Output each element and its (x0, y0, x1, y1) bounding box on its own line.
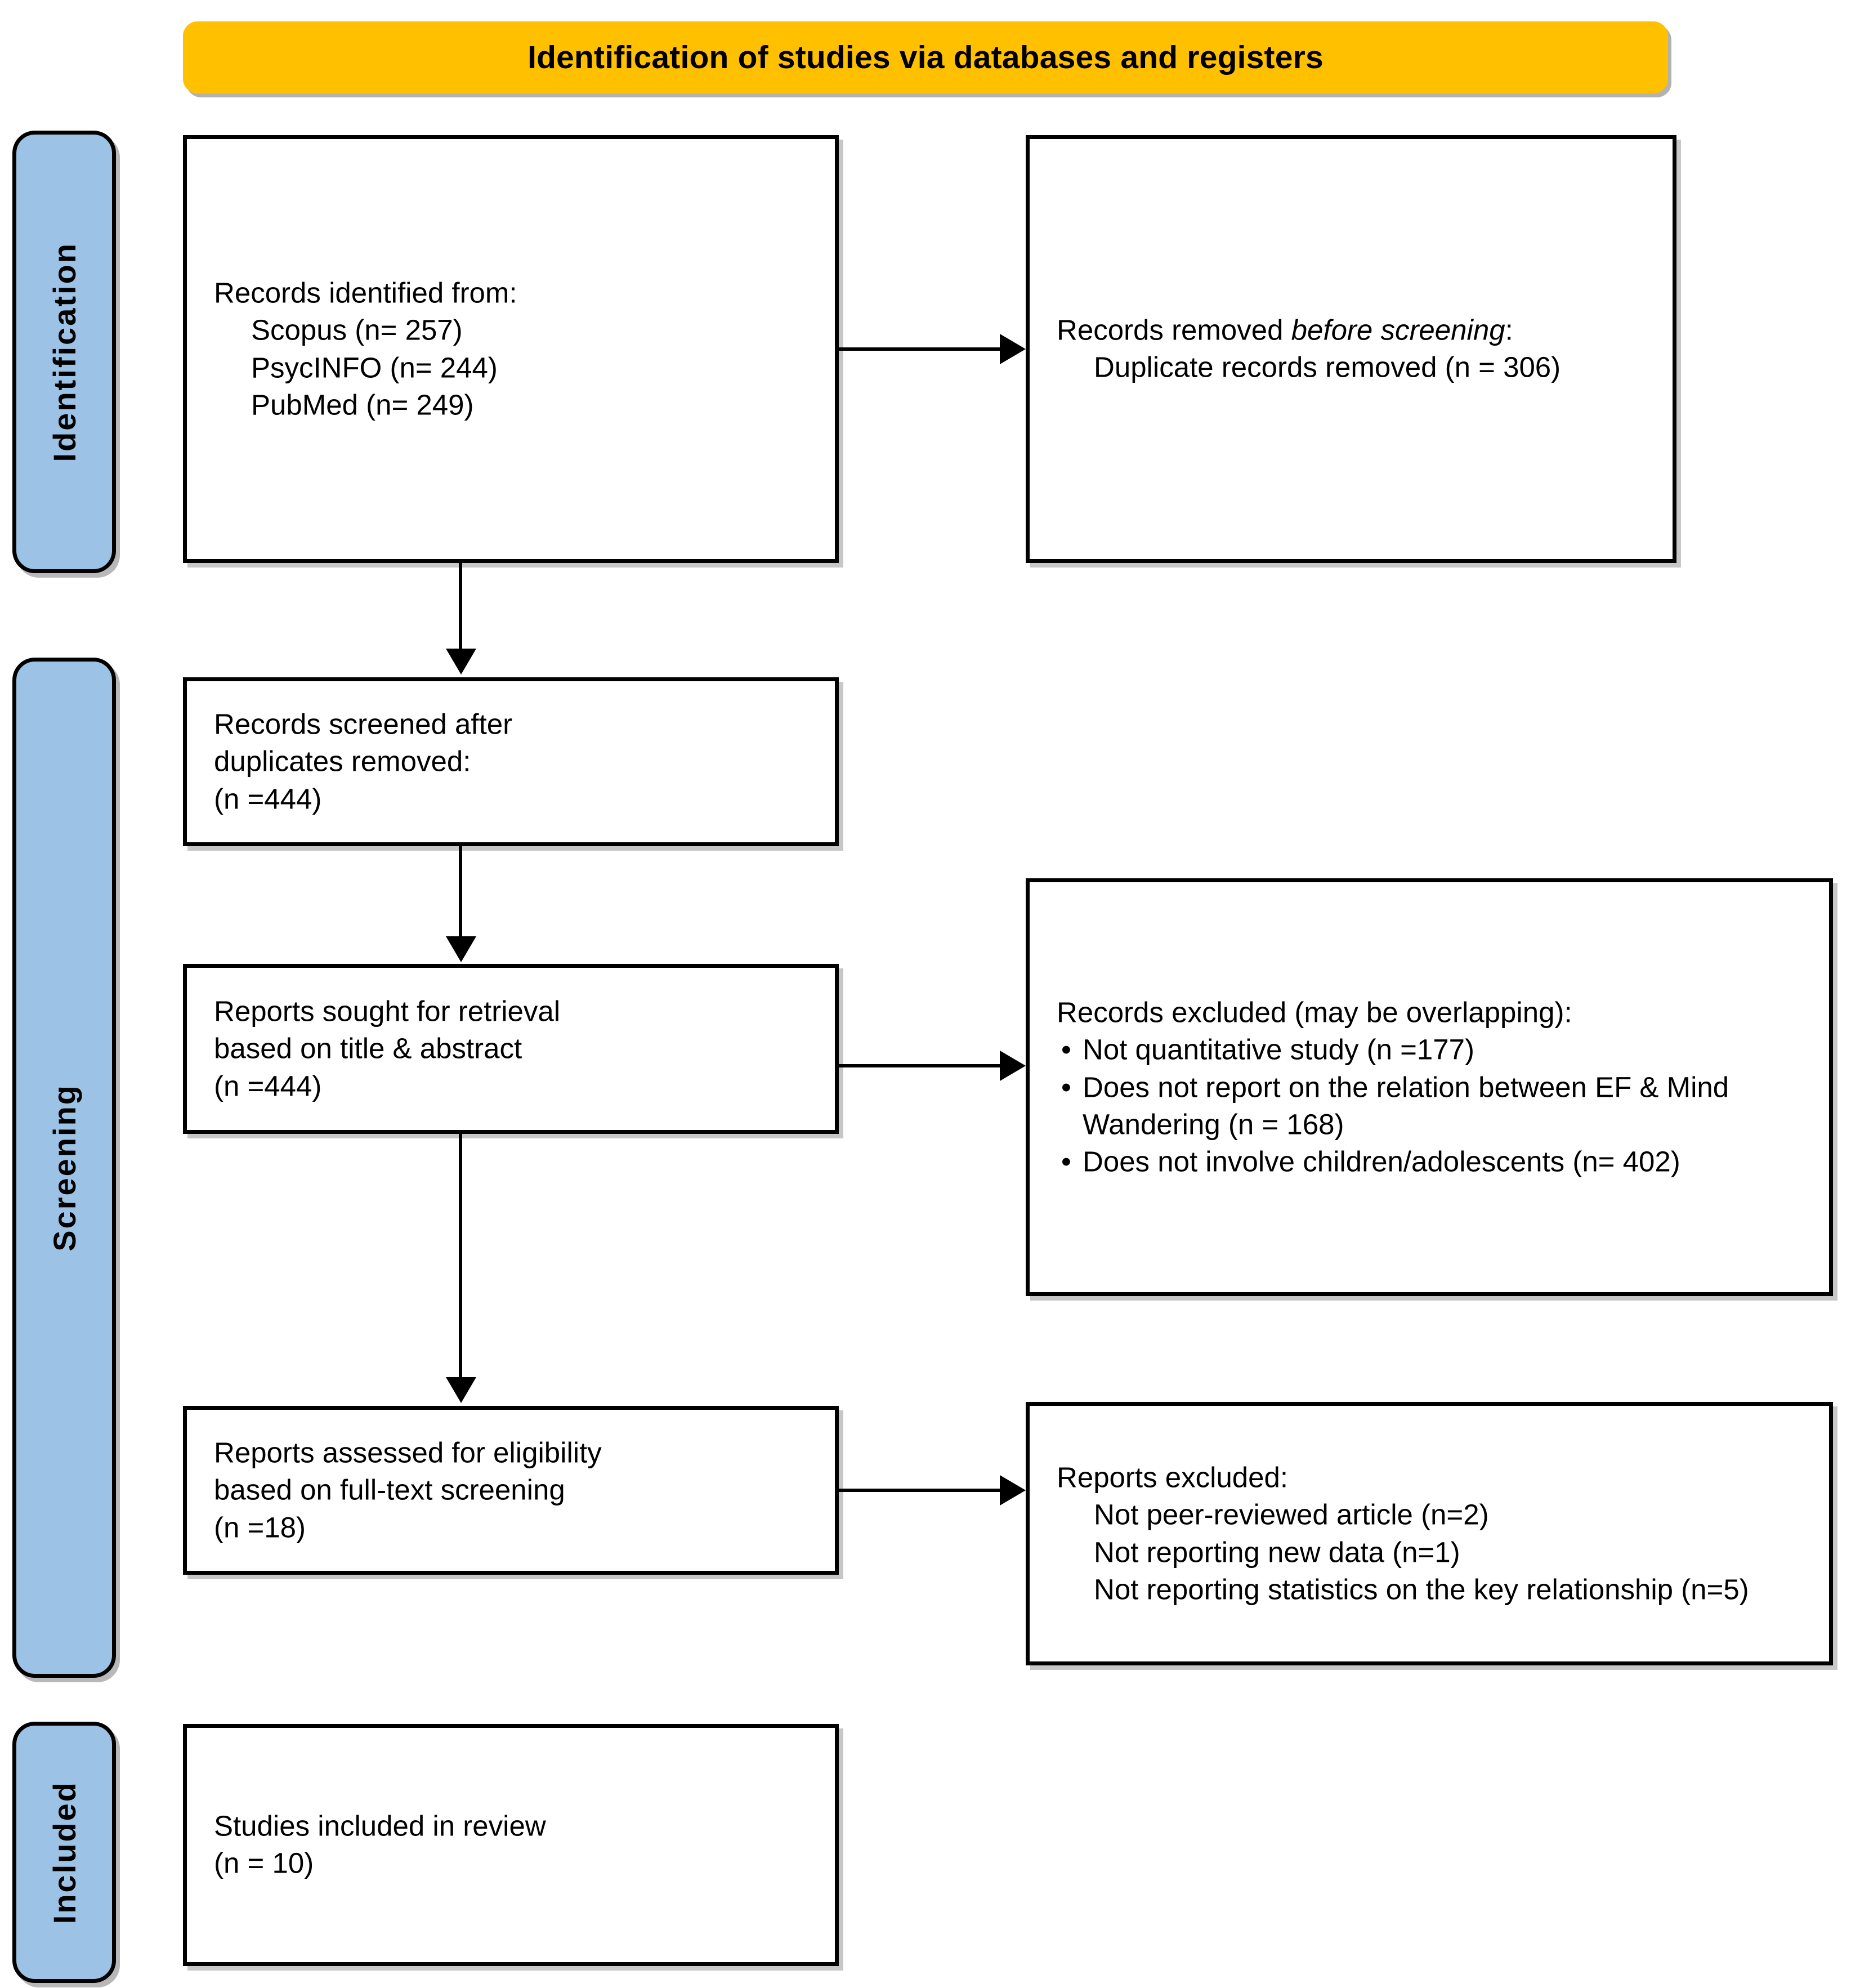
arrow-sought-to-excluded (1000, 1051, 1026, 1081)
reports-assessed-line1: Reports assessed for eligibility (214, 1436, 602, 1469)
box-records-screened: Records screened after duplicates remove… (183, 677, 839, 846)
records-excluded-bullet-1: Not quantitative study (n =177) (1083, 1033, 1474, 1066)
phase-label-identification-text: Identification (46, 242, 82, 462)
box-reports-excluded-content: Reports excluded: Not peer-reviewed arti… (1057, 1459, 1814, 1608)
connector-screened-to-sought (459, 846, 462, 941)
reports-excluded-heading: Reports excluded: (1057, 1461, 1289, 1494)
phase-label-included: Included (12, 1722, 116, 1983)
records-screened-line3: (n =444) (214, 783, 322, 815)
records-identified-item-psycinfo: PsycINFO (n= 244) (251, 351, 498, 383)
box-records-identified-content: Records identified from: Scopus (n= 257)… (214, 274, 820, 423)
records-screened-line1: Records screened after (214, 708, 513, 740)
connector-assessed-to-excluded (839, 1489, 1003, 1492)
arrow-sought-to-assessed (446, 1377, 476, 1403)
records-identified-item-scopus: Scopus (n= 257) (251, 314, 463, 346)
phase-label-identification: Identification (12, 131, 116, 573)
arrow-identified-to-removed (1000, 334, 1026, 364)
arrow-assessed-to-excluded (1000, 1475, 1026, 1505)
records-removed-item-duplicates: Duplicate records removed (n = 306) (1094, 351, 1561, 383)
records-screened-line2: duplicates removed: (214, 745, 471, 778)
connector-identified-to-removed (839, 347, 1003, 351)
box-reports-sought: Reports sought for retrieval based on ti… (183, 964, 839, 1134)
list-item: • Does not report on the relation betwee… (1057, 1069, 1814, 1143)
phase-label-screening: Screening (12, 658, 116, 1678)
reports-excluded-item-1: Not peer-reviewed article (n=2) (1094, 1498, 1489, 1531)
box-studies-included: Studies included in review (n = 10) (183, 1724, 839, 1966)
arrow-screened-to-sought (446, 936, 476, 962)
box-records-excluded-content: Records excluded (may be overlapping): •… (1057, 994, 1814, 1180)
bullet-icon: • (1061, 1145, 1071, 1178)
records-removed-heading-italic: before screening (1291, 314, 1505, 346)
list-item: • Does not involve children/adolescents … (1057, 1143, 1814, 1180)
connector-identified-to-screened (459, 563, 462, 653)
box-reports-assessed: Reports assessed for eligibility based o… (183, 1406, 839, 1575)
box-reports-excluded: Reports excluded: Not peer-reviewed arti… (1026, 1402, 1833, 1665)
records-removed-heading: Records removed before screening: (1057, 314, 1513, 346)
box-reports-sought-content: Reports sought for retrieval based on ti… (214, 993, 820, 1105)
reports-excluded-item-2: Not reporting new data (n=1) (1094, 1536, 1460, 1568)
bullet-icon: • (1061, 1033, 1071, 1066)
reports-sought-line2: based on title & abstract (214, 1032, 522, 1065)
box-records-removed: Records removed before screening: Duplic… (1026, 135, 1676, 563)
studies-included-line2: (n = 10) (214, 1847, 314, 1879)
records-excluded-list: • Not quantitative study (n =177) • Does… (1057, 1031, 1814, 1181)
connector-sought-to-assessed (459, 1134, 462, 1382)
box-records-screened-content: Records screened after duplicates remove… (214, 706, 820, 818)
reports-sought-line1: Reports sought for retrieval (214, 995, 561, 1027)
box-records-excluded: Records excluded (may be overlapping): •… (1026, 878, 1833, 1296)
box-records-identified: Records identified from: Scopus (n= 257)… (183, 135, 839, 563)
records-excluded-bullet-3: Does not involve children/adolescents (n… (1083, 1145, 1680, 1178)
records-identified-item-pubmed: PubMed (n= 249) (251, 388, 474, 421)
box-reports-assessed-content: Reports assessed for eligibility based o… (214, 1435, 820, 1547)
reports-excluded-item-3: Not reporting statistics on the key rela… (1094, 1573, 1749, 1606)
records-excluded-heading: Records excluded (may be overlapping): (1057, 996, 1572, 1029)
box-studies-included-content: Studies included in review (n = 10) (214, 1808, 820, 1883)
bullet-icon: • (1061, 1070, 1071, 1103)
records-identified-heading: Records identified from: (214, 276, 517, 309)
diagram-header-banner: Identification of studies via databases … (183, 21, 1668, 93)
studies-included-line1: Studies included in review (214, 1810, 546, 1842)
records-excluded-bullet-2: Does not report on the relation between … (1083, 1070, 1729, 1141)
list-item: • Not quantitative study (n =177) (1057, 1031, 1814, 1069)
diagram-title: Identification of studies via databases … (527, 39, 1324, 75)
reports-assessed-line2: based on full-text screening (214, 1473, 565, 1506)
phase-label-included-text: Included (46, 1780, 82, 1924)
connector-sought-to-excluded (839, 1064, 1003, 1067)
phase-label-screening-text: Screening (46, 1084, 82, 1252)
reports-sought-line3: (n =444) (214, 1070, 322, 1102)
arrow-identified-to-screened (446, 649, 476, 674)
reports-assessed-line3: (n =18) (214, 1511, 306, 1544)
box-records-removed-content: Records removed before screening: Duplic… (1057, 312, 1658, 387)
